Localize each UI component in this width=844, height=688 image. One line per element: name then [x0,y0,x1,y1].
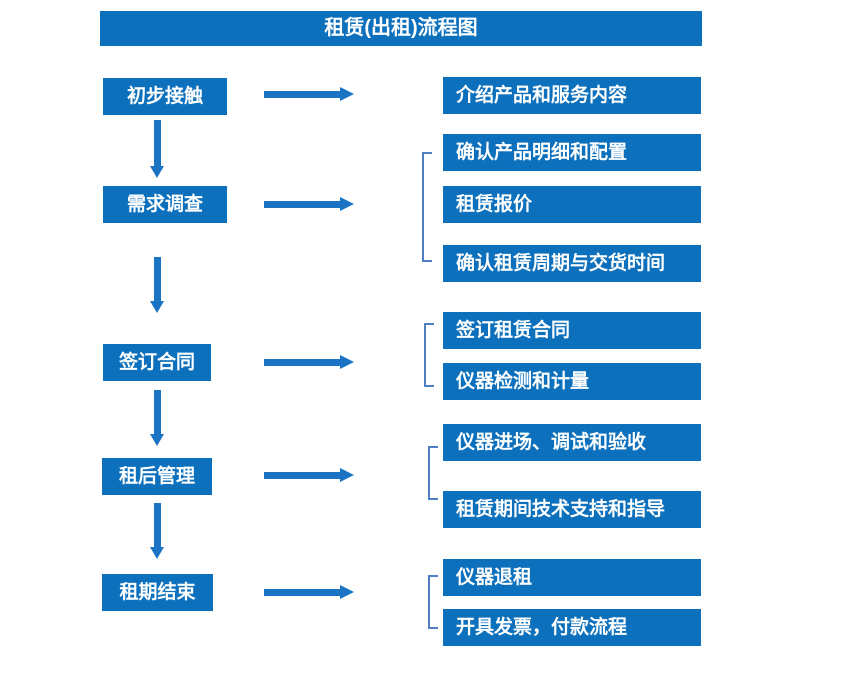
bracket-group-5 [428,575,438,629]
step-box-sign-contract: 签订合同 [103,344,211,381]
detail-box-instrument-return: 仪器退租 [443,559,701,596]
right-arrow-icon [264,468,354,482]
step-box-demand-survey: 需求调查 [103,186,227,223]
step-box-initial-contact: 初步接触 [103,78,227,115]
detail-box-invoice-payment: 开具发票，付款流程 [443,609,701,646]
detail-box-confirm-rental-period: 确认租赁周期与交货时间 [443,245,701,282]
step-box-rental-end: 租期结束 [102,574,213,611]
detail-box-sign-rental-contract: 签订租赁合同 [443,312,701,349]
page-title: 租赁(出租)流程图 [324,17,478,39]
detail-box-confirm-product-details: 确认产品明细和配置 [443,134,701,171]
detail-box-instrument-testing: 仪器检测和计量 [443,363,701,400]
right-arrow-icon [264,87,354,101]
down-arrow-icon [150,503,164,559]
bracket-group-4 [428,446,438,500]
down-arrow-icon [150,120,164,178]
down-arrow-icon [150,390,164,446]
bracket-group-2 [422,152,432,262]
detail-box-rental-quote: 租赁报价 [443,186,701,223]
step-box-post-rental-management: 租后管理 [102,458,212,495]
detail-box-instrument-setup: 仪器进场、调试和验收 [443,424,701,461]
detail-box-technical-support: 租赁期间技术支持和指导 [443,491,701,528]
detail-box-introduce-products: 介绍产品和服务内容 [443,77,701,114]
right-arrow-icon [264,355,354,369]
bracket-group-3 [424,323,434,387]
down-arrow-icon [150,257,164,313]
right-arrow-icon [264,197,354,211]
title-bar: 租赁(出租)流程图 [100,11,702,46]
right-arrow-icon [264,585,354,599]
